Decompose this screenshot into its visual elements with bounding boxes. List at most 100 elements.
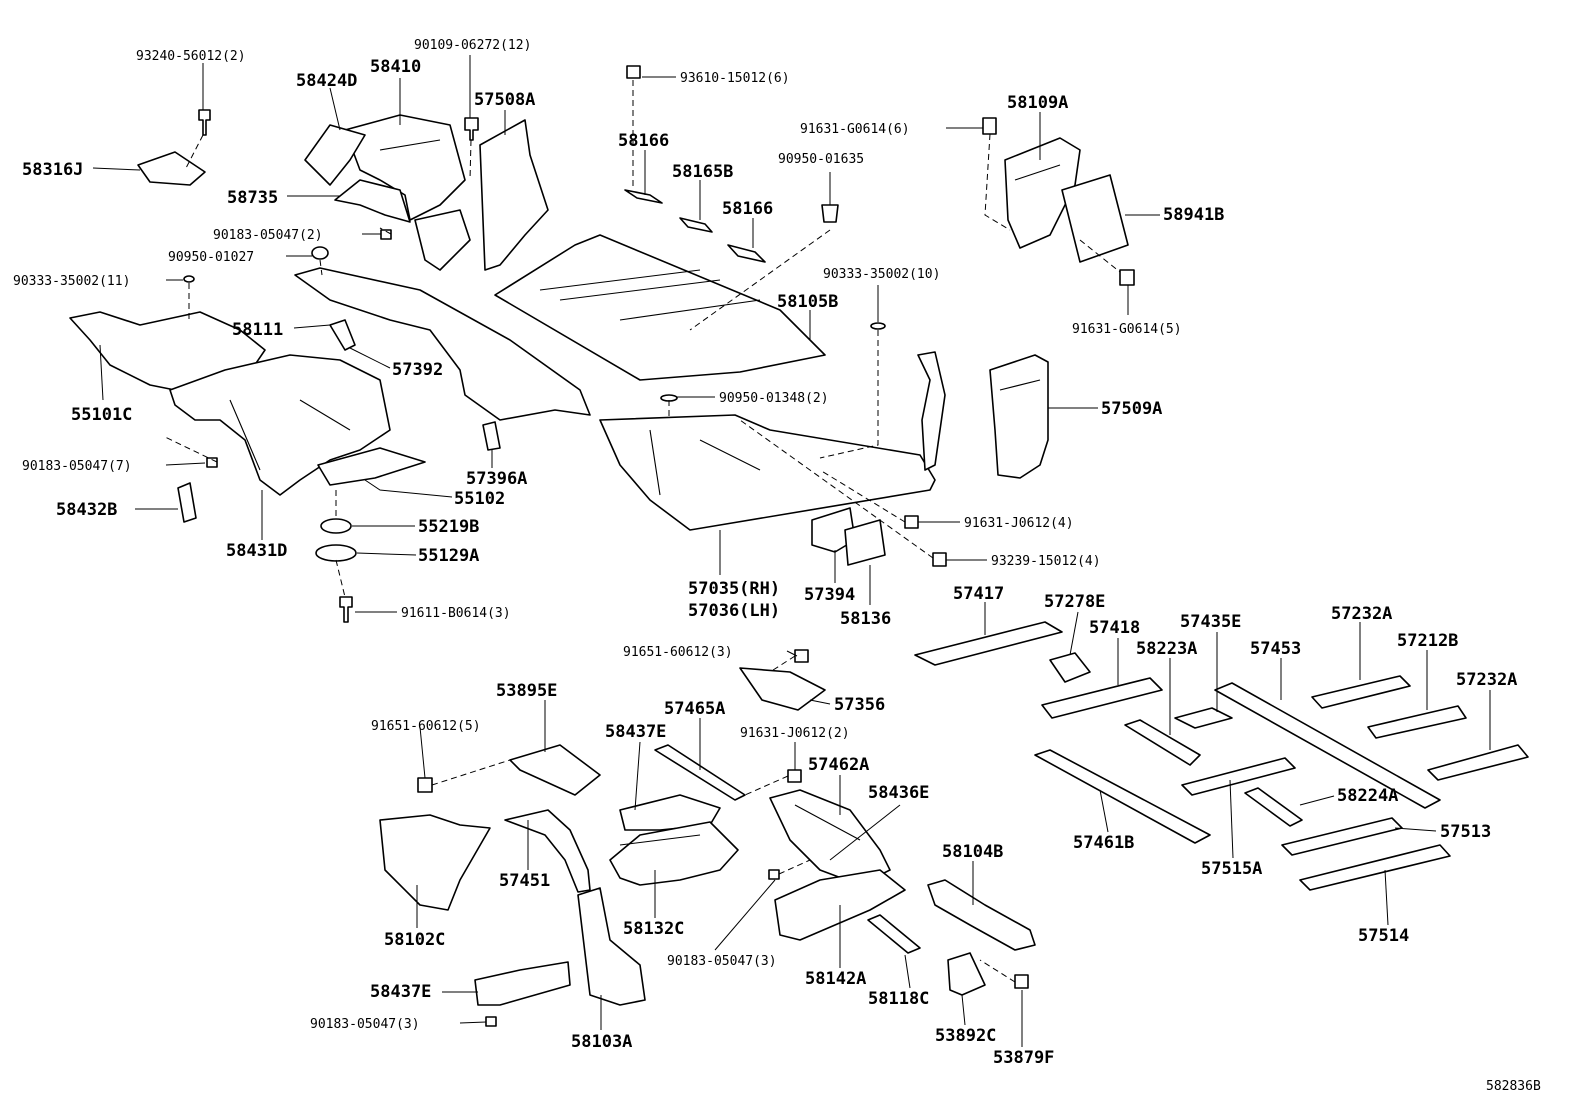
label: 57232A — [1456, 670, 1517, 690]
label: 58136 — [840, 609, 891, 629]
part-57509a — [989, 354, 1049, 479]
label: 57232A — [1331, 604, 1392, 624]
part-58166-b — [727, 244, 766, 263]
label: 53895E — [496, 681, 557, 701]
part-57394 — [811, 507, 856, 553]
label: 58166 — [618, 131, 669, 151]
clip-90183-c — [768, 869, 780, 880]
label: 58436E — [868, 783, 929, 803]
detail-lines — [229, 139, 1061, 846]
label: 57451 — [499, 871, 550, 891]
label: 90950-01027 — [168, 250, 254, 265]
part-57513 — [1281, 817, 1403, 856]
part-58109a — [1004, 137, 1081, 249]
part-57356 — [739, 667, 826, 711]
diagram-id: 582836B — [1486, 1079, 1541, 1094]
part-57392 — [329, 319, 356, 351]
bolt-91651-a — [794, 649, 809, 663]
part-58316j — [137, 151, 206, 186]
label: 57462A — [808, 755, 869, 775]
label: 58102C — [384, 930, 445, 950]
label: 58224A — [1337, 786, 1398, 806]
part-57515a — [1181, 757, 1296, 796]
part-57212b — [1367, 705, 1467, 739]
label: 90333-35002(10) — [823, 267, 940, 282]
label: 57465A — [664, 699, 725, 719]
part-53895e — [509, 744, 601, 796]
part-57035 — [599, 414, 936, 531]
part-57508a — [479, 119, 549, 271]
bolt-91631-g-a — [982, 117, 997, 135]
part-58104b — [927, 879, 1036, 951]
part-58132c — [609, 821, 739, 886]
part-57035-arm — [917, 351, 946, 471]
label: 57392 — [392, 360, 443, 380]
part-58437e-b — [474, 961, 571, 1006]
label: 58142A — [805, 969, 866, 989]
label: 57035(RH) — [688, 579, 780, 599]
label: 58941B — [1163, 205, 1224, 225]
label: 58111 — [232, 320, 283, 340]
part-58102c — [379, 814, 491, 911]
label: 91651-60612(3) — [623, 645, 733, 660]
label: 58316J — [22, 160, 83, 180]
part-58111 — [294, 267, 591, 421]
label: 57417 — [953, 584, 1004, 604]
label: 57394 — [804, 585, 855, 605]
label: 90183-05047(3) — [667, 954, 777, 969]
part-55219b — [320, 518, 352, 534]
label: 55101C — [71, 405, 132, 425]
bolt-91631-j0612 — [904, 515, 919, 529]
part-58941b — [1061, 174, 1129, 263]
label: 93239-15012(4) — [991, 554, 1101, 569]
part-58410-lower — [414, 209, 471, 271]
part-57514 — [1299, 844, 1451, 891]
part-53892c — [947, 952, 986, 996]
label: 91631-J0612(4) — [964, 516, 1074, 531]
bolt-90109 — [464, 117, 479, 141]
label: 53879F — [993, 1048, 1054, 1068]
part-58118c — [867, 914, 921, 954]
label: 58735 — [227, 188, 278, 208]
label: 91631-J0612(2) — [740, 726, 850, 741]
label: 57418 — [1089, 618, 1140, 638]
label: 57036(LH) — [688, 601, 780, 621]
label: 58165B — [672, 162, 733, 182]
label: 58166 — [722, 199, 773, 219]
part-57418 — [1041, 677, 1163, 719]
part-57465a — [654, 744, 746, 801]
plug-90333-b — [870, 322, 886, 330]
plug-90950-01027 — [311, 246, 329, 260]
label: 91611-B0614(3) — [401, 606, 511, 621]
label: 53892C — [935, 1026, 996, 1046]
bolt-93610 — [626, 65, 641, 79]
bolt-91631-j0612-b — [787, 769, 802, 783]
part-57453 — [1214, 682, 1441, 809]
clip-90183-d — [485, 1016, 497, 1027]
part-58165b — [679, 217, 713, 233]
label: 90333-35002(11) — [13, 274, 130, 289]
label: 57513 — [1440, 822, 1491, 842]
label: 55102 — [454, 489, 505, 509]
bolt-53879f — [1014, 974, 1029, 989]
label: 57514 — [1358, 926, 1409, 946]
label: 57508A — [474, 90, 535, 110]
label: 57509A — [1101, 399, 1162, 419]
bolt-91611 — [339, 596, 353, 623]
part-57435e — [1174, 707, 1233, 729]
part-58103a — [577, 887, 646, 1006]
bolt-91631-g-b — [1119, 269, 1135, 286]
plug-90333-a — [183, 275, 195, 283]
label: 90950-01635 — [778, 152, 864, 167]
bolt-93240 — [198, 109, 211, 136]
part-shapes — [69, 65, 1529, 1027]
part-58432b — [177, 482, 197, 523]
part-58105b — [494, 234, 826, 381]
label: 58432B — [56, 500, 117, 520]
label: 58103A — [571, 1032, 632, 1052]
part-58735 — [334, 179, 411, 223]
part-58424d — [304, 124, 366, 186]
part-57417 — [914, 621, 1063, 666]
label: 57453 — [1250, 639, 1301, 659]
